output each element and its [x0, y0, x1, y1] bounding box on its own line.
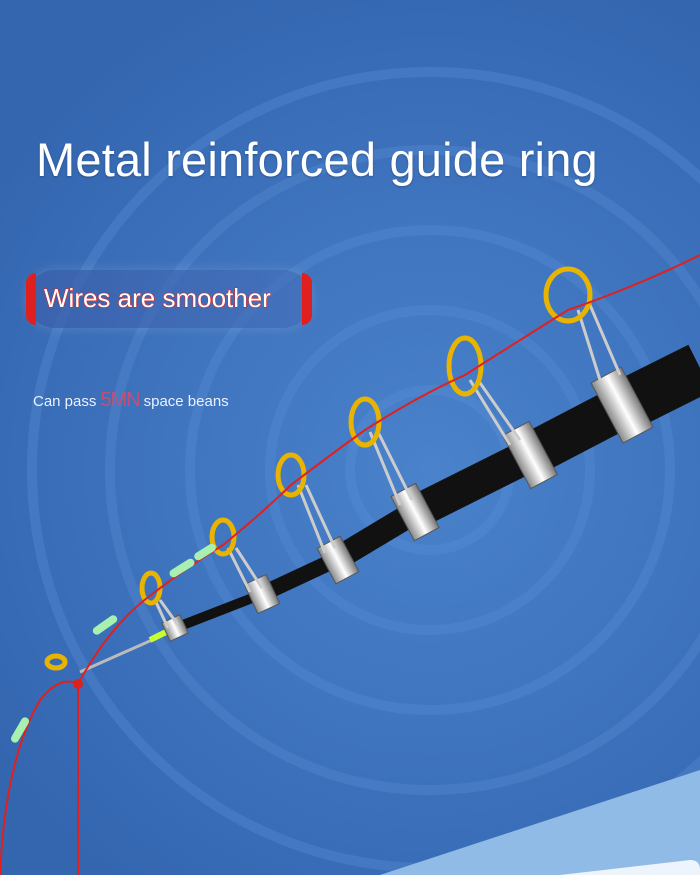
caption-suffix: space beans: [143, 393, 229, 410]
badge-cap-right: [302, 273, 312, 325]
fishing-rod: [79, 344, 700, 674]
fishing-line: [0, 254, 700, 875]
caption-prefix: Can pass: [33, 393, 97, 410]
badge-cap-left: [26, 273, 36, 325]
caption-highlight: 5MN: [100, 389, 140, 411]
badge-label: Wires are smoother: [43, 282, 271, 313]
page-title: Metal reinforced guide ring: [36, 133, 598, 186]
space-beans: [11, 543, 216, 743]
feature-badge: Wires are smoother: [26, 270, 312, 328]
bottom-panel: [380, 770, 700, 875]
